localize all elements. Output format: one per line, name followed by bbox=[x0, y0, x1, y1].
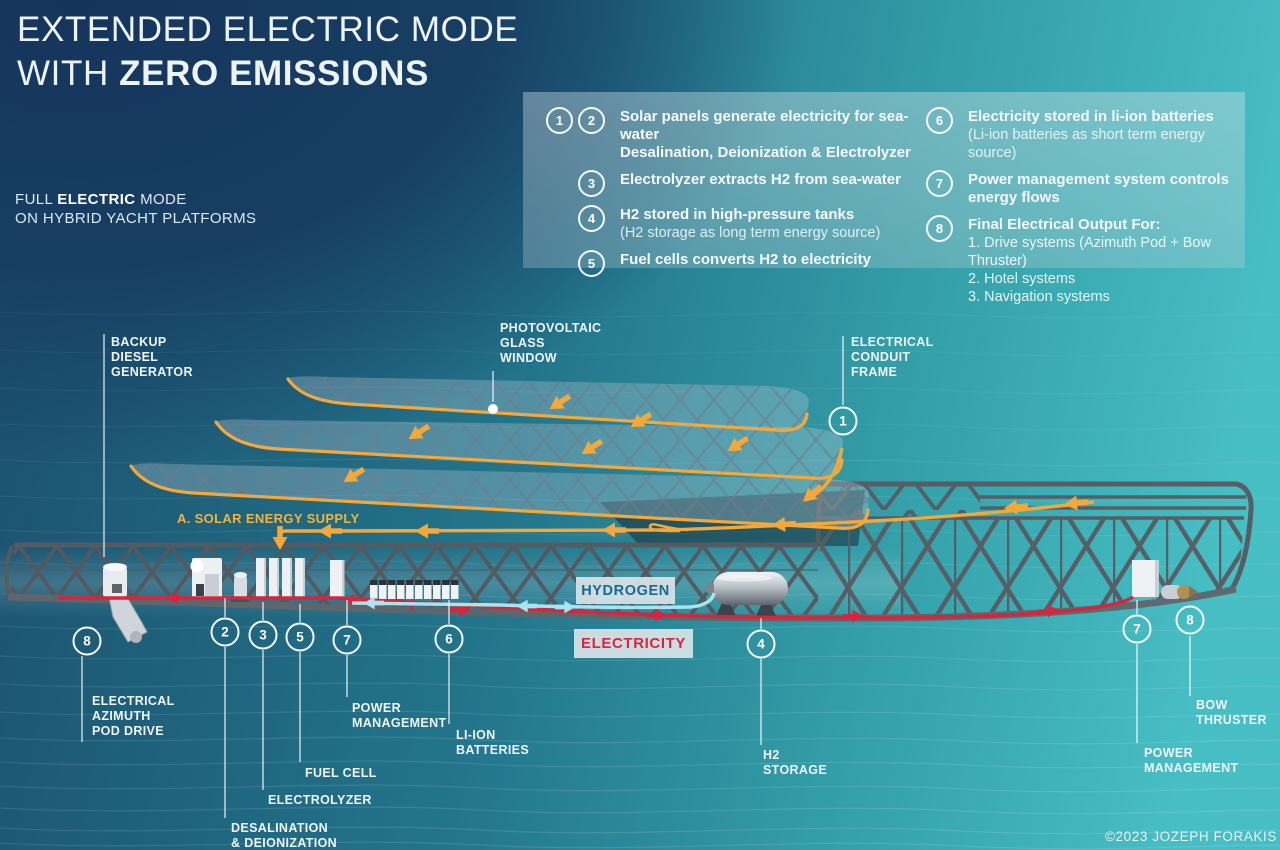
hydrogen-flow-lines bbox=[351, 592, 716, 613]
label-electrolyzer: ELECTROLYZER bbox=[268, 793, 372, 807]
azimuth-pod-graphic bbox=[103, 563, 148, 643]
legend-text: Electrolyzer extracts H2 from sea-water bbox=[620, 171, 901, 188]
callout-circle-4: 4 bbox=[746, 629, 776, 659]
callout-circle-1: 1 bbox=[828, 406, 858, 436]
legend-circle-4: 4 bbox=[578, 205, 605, 232]
callout-circle-5: 5 bbox=[285, 622, 315, 652]
solar-wing-lower bbox=[129, 463, 870, 530]
label-desalination-deionization: DESALINATION & DEIONIZATION bbox=[231, 821, 338, 850]
legend-text: Electricity stored in li-ion batteries(L… bbox=[968, 108, 1245, 162]
legend-text: Final Electrical Output For:1. Drive sys… bbox=[968, 216, 1245, 306]
subtitle-line1: FULL ELECTRIC MODE bbox=[15, 191, 187, 208]
electricity-tag: ELECTRICITY bbox=[574, 629, 693, 658]
callout-circle-2: 2 bbox=[210, 617, 240, 647]
legend-subtext: (H2 storage as long term energy source) bbox=[620, 225, 881, 241]
solar-flow-lines bbox=[273, 390, 1095, 550]
label-electrical-conduit-frame: ELECTRICAL CONDUIT FRAME bbox=[851, 335, 934, 379]
label-backup-diesel-generator: BACKUP DIESEL GENERATOR bbox=[111, 335, 193, 379]
copyright: ©2023 JOZEPH FORAKIS bbox=[1105, 829, 1277, 844]
solar-wings bbox=[129, 376, 870, 530]
label-li-ion-batteries: LI-ION BATTERIES bbox=[456, 728, 530, 757]
subtitle-line2: ON HYBRID YACHT PLATFORMS bbox=[15, 210, 257, 227]
battery-row-graphic bbox=[370, 580, 459, 599]
diesel-generator-graphic bbox=[190, 558, 222, 598]
legend-item-8: 8 Final Electrical Output For:1. Drive s… bbox=[925, 215, 1245, 306]
legend-text: H2 stored in high-pressure tanks(H2 stor… bbox=[620, 206, 881, 241]
legend-text: Power management system controls energy … bbox=[968, 171, 1229, 206]
label-photovoltaic-glass-window: PHOTOVOLTAIC GLASS WINDOW bbox=[500, 321, 602, 365]
deck-equipment bbox=[103, 558, 1198, 643]
legend-column-right: 6 Electricity stored in li-ion batteries… bbox=[923, 92, 1245, 305]
legend-item-1-2: 1 2 Solar panels generate electricity fo… bbox=[543, 107, 923, 162]
legend-item-3: 3 Electrolyzer extracts H2 from sea-wate… bbox=[543, 170, 923, 197]
label-fuel-cell: FUEL CELL bbox=[305, 766, 377, 780]
callout-circle-7-right: 7 bbox=[1122, 614, 1152, 644]
legend-item-6: 6 Electricity stored in li-ion batteries… bbox=[925, 107, 1245, 162]
h2-tank-graphic bbox=[706, 572, 788, 616]
legend-output-list: 1. Drive systems (Azimuth Pod + Bow Thru… bbox=[968, 235, 1211, 305]
page-title: EXTENDED ELECTRIC MODE WITH ZERO EMISSIO… bbox=[17, 8, 518, 96]
legend-subtext: (Li-ion batteries as short term energy s… bbox=[968, 127, 1205, 161]
page-subtitle: FULL ELECTRIC MODE ON HYBRID YACHT PLATF… bbox=[15, 190, 256, 228]
solar-wing-middle bbox=[214, 419, 844, 480]
legend-circle-1: 1 bbox=[546, 107, 573, 134]
title-line1: EXTENDED ELECTRIC MODE bbox=[17, 10, 519, 49]
legend-item-4: 4 H2 stored in high-pressure tanks(H2 st… bbox=[543, 205, 923, 242]
callout-circle-8-left: 8 bbox=[72, 626, 102, 656]
desalination-tank-graphic bbox=[231, 572, 249, 602]
legend-circle-3: 3 bbox=[578, 170, 605, 197]
photovoltaic-dot bbox=[488, 404, 498, 414]
solar-wing-upper bbox=[286, 376, 809, 432]
legend-circle-6: 6 bbox=[926, 107, 953, 134]
callout-circle-3: 3 bbox=[248, 620, 278, 650]
callout-circle-8-right: 8 bbox=[1175, 605, 1205, 635]
legend-circle-5: 5 bbox=[578, 250, 605, 277]
legend-item-7: 7 Power management system controls energ… bbox=[925, 170, 1245, 207]
label-h2-storage: H2 STORAGE bbox=[763, 748, 828, 777]
legend-column-left: 1 2 Solar panels generate electricity fo… bbox=[523, 92, 923, 277]
callout-circle-7-left: 7 bbox=[332, 625, 362, 655]
legend-panel: 1 2 Solar panels generate electricity fo… bbox=[523, 92, 1245, 305]
label-electrical-azimuth-pod-drive: ELECTRICAL AZIMUTH POD DRIVE bbox=[92, 694, 175, 738]
label-solar-energy-supply: A. SOLAR ENERGY SUPPLY bbox=[177, 511, 360, 526]
leader-lines bbox=[81, 334, 1191, 818]
legend-text: Fuel cells converts H2 to electricity bbox=[620, 251, 871, 268]
bow-thruster-graphic bbox=[1132, 560, 1198, 599]
electrolyzer-cabinets-graphic bbox=[256, 558, 345, 598]
legend-circle-8: 8 bbox=[926, 215, 953, 242]
hydrogen-tag: HYDROGEN bbox=[576, 577, 675, 604]
legend-circle-7: 7 bbox=[926, 170, 953, 197]
callout-circle-6: 6 bbox=[434, 624, 464, 654]
legend-item-5: 5 Fuel cells converts H2 to electricity bbox=[543, 250, 923, 277]
label-power-management-left: POWER MANAGEMENT bbox=[352, 701, 447, 730]
title-line2: WITH ZERO EMISSIONS bbox=[17, 54, 429, 93]
legend-circle-2: 2 bbox=[578, 107, 605, 134]
legend-text: Solar panels generate electricity for se… bbox=[620, 108, 911, 161]
label-power-management-right: POWER MANAGEMENT bbox=[1144, 746, 1239, 775]
label-bow-thruster: BOW THRUSTER bbox=[1196, 698, 1267, 727]
